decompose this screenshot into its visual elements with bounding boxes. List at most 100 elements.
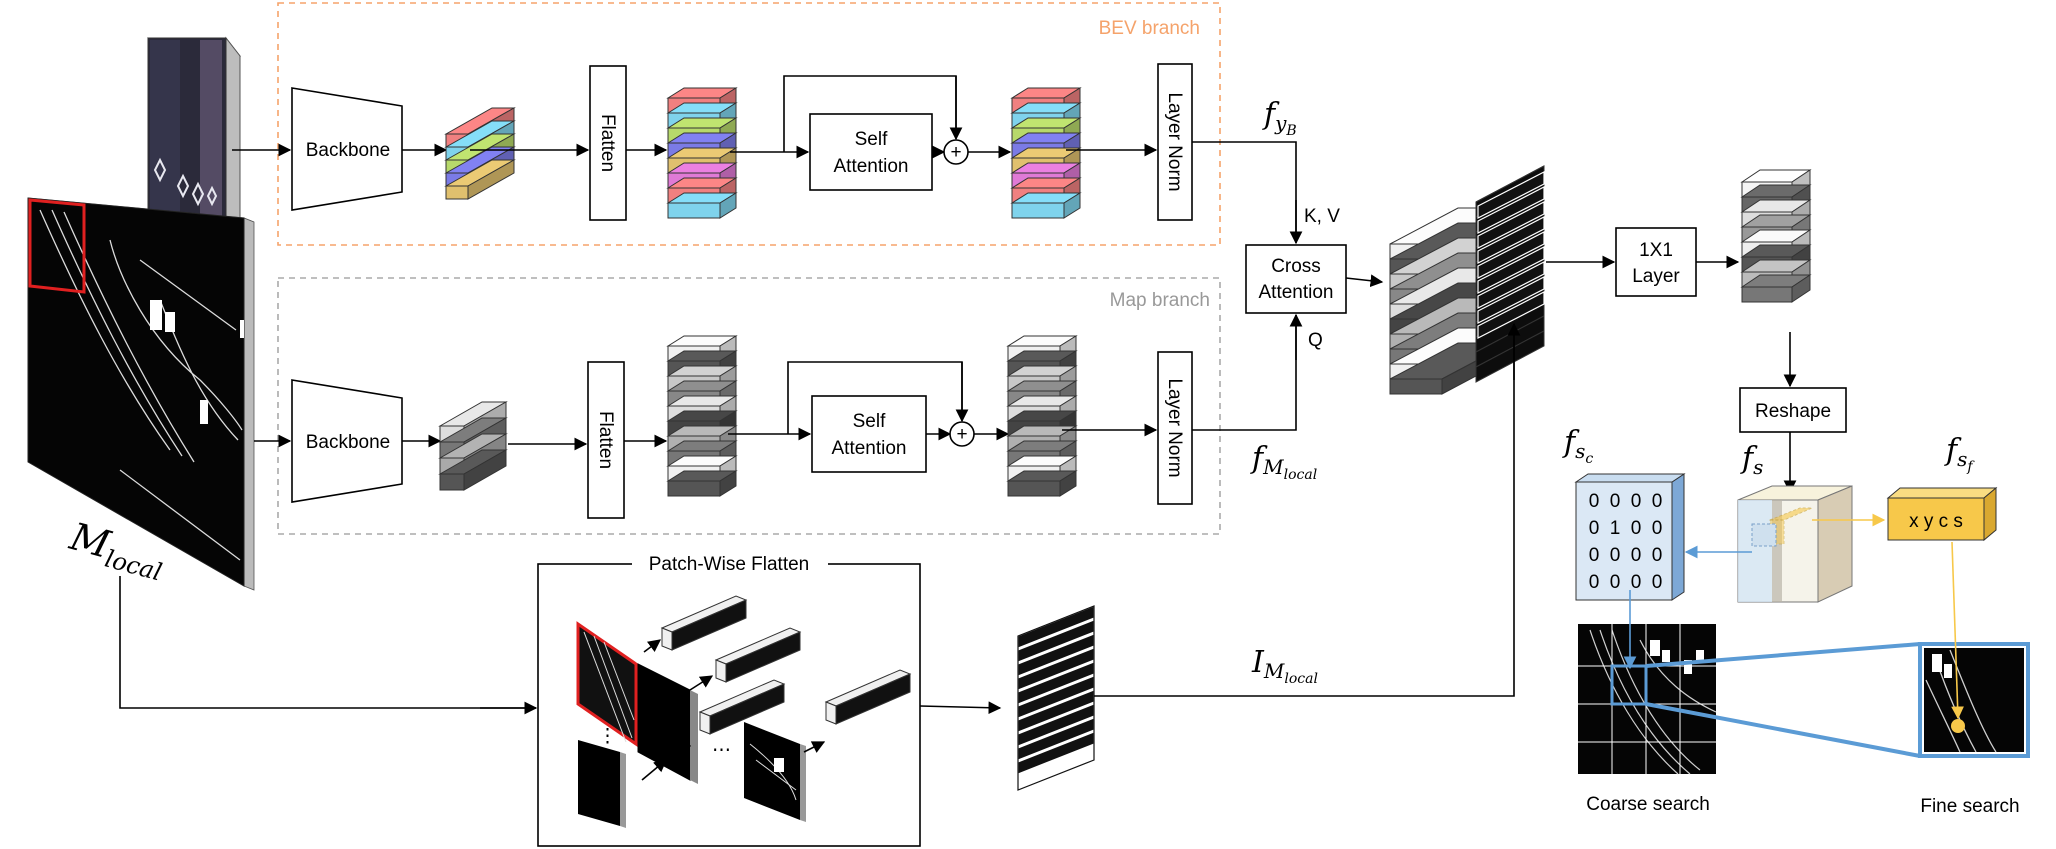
backbone-bev	[291, 87, 403, 211]
patch-concat-face	[1477, 231, 1545, 279]
patch-bar	[824, 669, 912, 725]
fine-search-label: Fine search	[1920, 796, 2019, 817]
q-label: Q	[1308, 330, 1323, 351]
coarse-grid-cell: 1	[1610, 518, 1621, 539]
map-token-slab	[666, 470, 738, 497]
reshape	[1739, 387, 1847, 433]
coarse-grid-cell: 0	[1589, 491, 1600, 512]
map-attn-token-slab	[1006, 470, 1078, 497]
coarse-grid-cell: 0	[1610, 491, 1621, 512]
layer-norm-map	[1157, 351, 1193, 505]
coarse-grid-cell: 0	[1610, 545, 1621, 566]
map-token-stack	[666, 335, 738, 497]
add-node-map-symbol: +	[956, 424, 967, 445]
coarse-grid-cell: 0	[1631, 572, 1642, 593]
patch-concat-face	[1477, 276, 1545, 324]
feature-f-s: fs	[1740, 441, 1763, 479]
coarse-grid-cell: 0	[1631, 518, 1642, 539]
conv-1x1-layer	[1615, 227, 1697, 297]
score-token-stack	[1740, 169, 1812, 303]
patch-concat-face	[1477, 216, 1545, 264]
bev-attn-token-slab	[1010, 192, 1082, 219]
coarse-grid-cell: 0	[1652, 518, 1663, 539]
self-attention-bev-label-1: Self	[855, 129, 888, 150]
feature-f-Mlocal: fMlocal	[1250, 441, 1317, 483]
conv-1x1-label-2: Layer	[1632, 266, 1680, 287]
map-branch-frame	[277, 277, 1221, 535]
conv-1x1-label-1: 1X1	[1639, 240, 1673, 261]
bev-branch-frame	[277, 2, 1221, 246]
patch-concat-face	[1477, 201, 1545, 249]
patch-ellipsis-horizontal: ⋯	[712, 740, 731, 761]
arrow-fine-vector-to-patch	[1951, 541, 1965, 720]
patch-concat-face	[1477, 261, 1545, 309]
layer-norm-bev	[1157, 63, 1193, 221]
score-volume-cube	[1737, 485, 1853, 603]
arrow-cross-attention-to-output	[1345, 274, 1384, 288]
coarse-grid-cell: 0	[1589, 572, 1600, 593]
reshape-label: Reshape	[1755, 401, 1831, 422]
self-attention-map-label-2: Attention	[832, 438, 907, 459]
patch-token-stack-concat	[1475, 165, 1545, 383]
coarse-score-map	[1574, 473, 1686, 601]
bev-token-stack	[666, 87, 738, 219]
feature-f-sf: fsf	[1944, 433, 1975, 475]
coarse-grid-cell: 0	[1631, 491, 1642, 512]
coarse-search-label: Coarse search	[1586, 794, 1710, 815]
coarse-grid-cell: 0	[1652, 545, 1663, 566]
coarse-grid-cell: 0	[1631, 545, 1642, 566]
self-attention-bev	[809, 113, 933, 191]
feature-f-sc: fsc	[1562, 425, 1593, 467]
map-backbone-feature-block	[438, 401, 508, 491]
feature-f-yB: fyB	[1262, 97, 1297, 139]
layer-norm-map-label: Layer Norm	[1164, 378, 1185, 477]
fine-offset-vector	[1886, 486, 1998, 542]
layer-norm-bev-label: Layer Norm	[1164, 92, 1185, 191]
self-attention-bev-label-2: Attention	[834, 156, 909, 177]
coarse-grid-cell: 0	[1610, 572, 1621, 593]
flatten-bev	[589, 65, 627, 221]
add-node-bev-symbol: +	[950, 142, 961, 163]
bev-branch-title: BEV branch	[1099, 18, 1200, 39]
map-input-image	[27, 197, 255, 591]
backbone-bev-label: Backbone	[306, 140, 391, 161]
patch-concat-face	[1477, 291, 1545, 339]
arrow-patch-flatten-to-tokens	[919, 701, 1002, 715]
patch-ellipsis-vertical: ⋮	[598, 726, 617, 747]
bev-input-image	[146, 36, 242, 238]
coarse-grid-cell: 0	[1589, 545, 1600, 566]
patch-bar	[660, 595, 748, 651]
patch-output-outline	[1017, 605, 1095, 791]
patch-concat-token-slab	[1475, 330, 1545, 383]
patch-output-token-stack	[1017, 605, 1095, 791]
patch-concat-face	[1477, 246, 1545, 294]
bev-small-slab	[444, 159, 516, 200]
patch-token-bars	[660, 595, 912, 735]
self-attention-map-label-1: Self	[853, 411, 886, 432]
patch-illustration: ⋮ ⋯	[576, 621, 826, 828]
patch-bar	[714, 627, 802, 683]
bev-backbone-feature-block	[444, 107, 516, 200]
cross-attention-label-1: Cross	[1271, 256, 1321, 277]
bev-attended-token-stack	[1010, 87, 1082, 219]
backbone-map	[291, 379, 403, 503]
flatten-bev-label: Flatten	[597, 114, 618, 172]
map-attended-token-stack	[1006, 335, 1078, 497]
fine-search-patch	[1918, 642, 2030, 758]
coarse-grid-cell: 0	[1589, 518, 1600, 539]
map-branch-title: Map branch	[1110, 290, 1210, 311]
patch-concat-face	[1477, 186, 1545, 234]
self-attention-map	[811, 395, 927, 473]
coarse-grid-cell: 0	[1652, 572, 1663, 593]
flatten-map-label: Flatten	[595, 411, 616, 469]
backbone-map-label: Backbone	[306, 432, 391, 453]
patch-concat-face	[1477, 171, 1545, 219]
cross-attention	[1245, 244, 1347, 314]
patch-bar	[698, 679, 786, 735]
cross-attention-label-2: Attention	[1259, 282, 1334, 303]
kv-label: K, V	[1304, 206, 1340, 227]
feature-I-Mlocal: IMlocal	[1251, 645, 1318, 687]
flatten-map	[587, 361, 625, 519]
